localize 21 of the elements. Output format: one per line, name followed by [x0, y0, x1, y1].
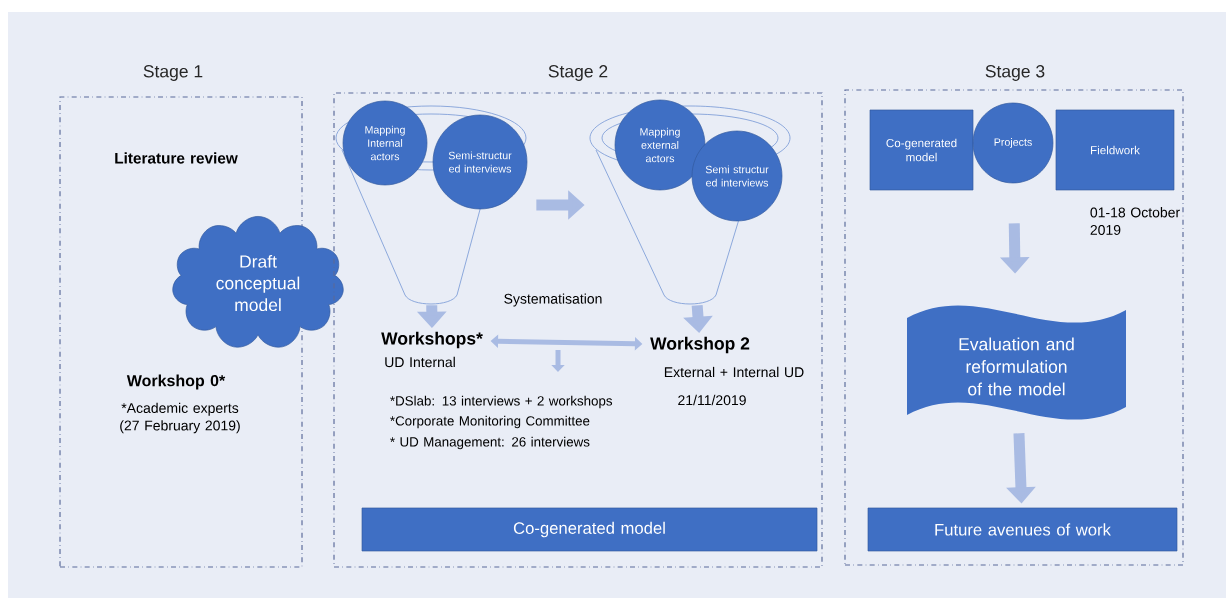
- result-bar: Future avenues of work: [867, 507, 1178, 552]
- note-text: *DSlab: 13 interviews + 2 workshops: [390, 395, 613, 409]
- note-text: Workshop 0*: [126, 374, 226, 390]
- workshop-title: Workshop 2: [650, 336, 750, 354]
- note-text: External + Internal UD: [664, 366, 804, 378]
- stage-heading: Stage 3: [985, 65, 1045, 81]
- process-box: Co-generated model: [869, 109, 974, 191]
- note-text: UD Internal: [385, 356, 455, 368]
- process-box: Fieldwork: [1055, 109, 1175, 191]
- stage-heading: Stage 2: [548, 65, 608, 81]
- note-text: * UD Management: 26 interviews: [390, 436, 590, 450]
- note-text: 21/11/2019: [678, 394, 746, 406]
- note-text: Literature review: [115, 152, 238, 164]
- note-text: Systematisation: [504, 293, 602, 307]
- date-note: 01-18 October 2019: [1090, 207, 1180, 235]
- workshop-title: Workshops*: [381, 331, 483, 349]
- note-text: *Corporate Monitoring Committee: [390, 415, 590, 429]
- stage-heading: Stage 1: [143, 65, 203, 81]
- note-text: *Academic experts (27 February 2019): [120, 402, 240, 434]
- wave-banner: Evaluation and reformulation of the model: [907, 305, 1126, 420]
- result-bar: Co-generated model: [361, 507, 818, 552]
